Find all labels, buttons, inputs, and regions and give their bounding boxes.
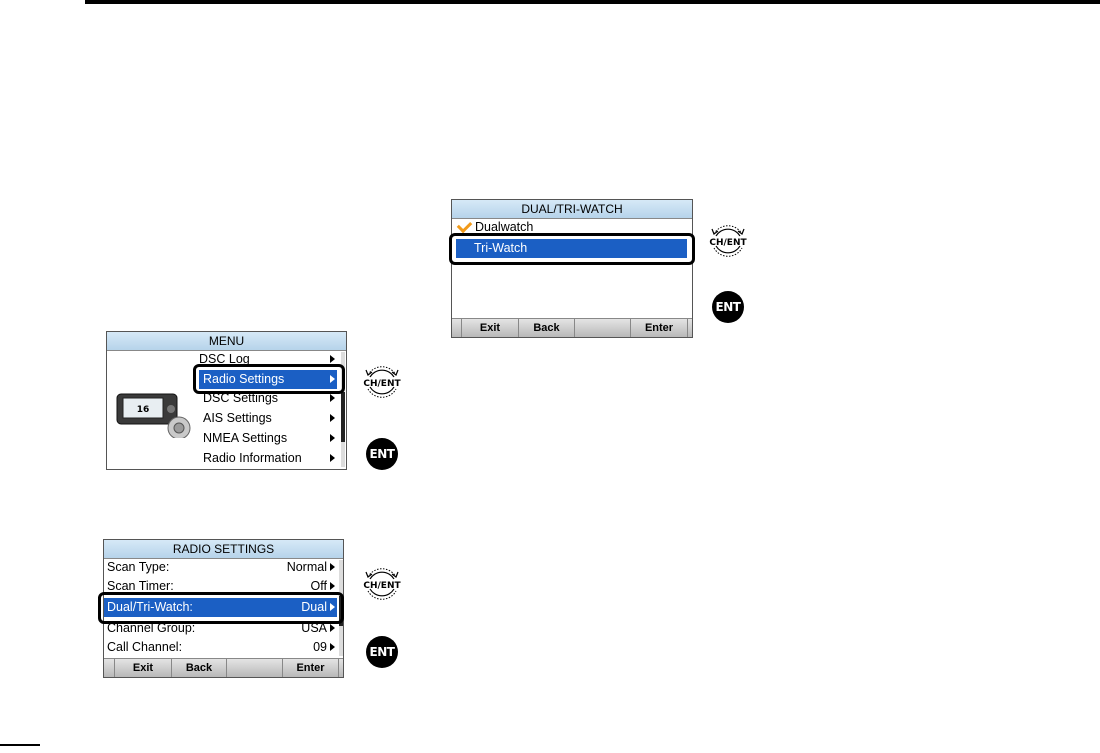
checkmark-icon bbox=[457, 219, 473, 233]
chevron-right-icon bbox=[330, 563, 335, 571]
chevron-right-icon bbox=[330, 394, 335, 402]
ch-ent-label: CH/ENT bbox=[363, 379, 401, 389]
dual-tri-watch-screen: DUAL/TRI-WATCH Dualwatch Tri-Watch Exit … bbox=[451, 199, 693, 338]
chevron-right-icon bbox=[330, 434, 335, 442]
softkey-exit[interactable]: Exit bbox=[461, 319, 518, 337]
chevron-right-icon bbox=[330, 624, 335, 632]
softkey-enter[interactable]: Enter bbox=[630, 319, 688, 337]
bottom-rule bbox=[0, 744, 40, 746]
dual-tri-watch-softkeys: Exit Back Enter bbox=[452, 318, 692, 337]
radio-channel-display: 16 bbox=[137, 405, 150, 415]
ch-ent-label: CH/ENT bbox=[709, 238, 747, 248]
ch-ent-knob-icon: CH/ENT bbox=[707, 220, 749, 262]
ch-ent-knob-icon: CH/ENT bbox=[361, 563, 403, 605]
chevron-right-icon bbox=[330, 414, 335, 422]
menu-item-ais-settings[interactable]: AIS Settings bbox=[203, 409, 337, 428]
menu-title: MENU bbox=[107, 332, 346, 351]
softkey-blank[interactable] bbox=[226, 659, 282, 677]
setting-row-call-channel[interactable]: Call Channel: 09 bbox=[107, 638, 337, 657]
softkey-back[interactable]: Back bbox=[171, 659, 226, 677]
menu-screen: MENU 16 DSC Log Radio Settings DSC Setti… bbox=[106, 331, 347, 470]
chevron-right-icon bbox=[330, 643, 335, 651]
highlight-frame-radio-settings bbox=[193, 364, 345, 394]
menu-scrollbar-thumb[interactable] bbox=[341, 392, 345, 442]
menu-item-radio-information[interactable]: Radio Information bbox=[203, 449, 337, 468]
dual-tri-watch-title: DUAL/TRI-WATCH bbox=[452, 200, 692, 219]
softkey-enter[interactable]: Enter bbox=[282, 659, 339, 677]
softkey-exit[interactable]: Exit bbox=[114, 659, 171, 677]
ent-button-icon: ENT bbox=[366, 636, 398, 668]
chevron-right-icon bbox=[330, 454, 335, 462]
softkey-blank[interactable] bbox=[574, 319, 630, 337]
menu-item-nmea-settings[interactable]: NMEA Settings bbox=[203, 429, 337, 448]
top-rule bbox=[85, 0, 1100, 4]
ent-button-icon: ENT bbox=[712, 291, 744, 323]
radio-device-image: 16 bbox=[113, 388, 193, 438]
highlight-frame-dual-tri-watch bbox=[98, 592, 344, 624]
ch-ent-knob-icon: CH/ENT bbox=[361, 361, 403, 403]
ch-ent-label: CH/ENT bbox=[363, 581, 401, 591]
chevron-right-icon bbox=[330, 582, 335, 590]
softkey-back[interactable]: Back bbox=[518, 319, 574, 337]
highlight-frame-tri-watch bbox=[449, 233, 695, 265]
chevron-right-icon bbox=[330, 355, 335, 363]
setting-row-scan-type[interactable]: Scan Type: Normal bbox=[107, 558, 337, 577]
radio-settings-softkeys: Exit Back Enter bbox=[104, 658, 343, 677]
ent-button-icon: ENT bbox=[366, 438, 398, 470]
watch-option-dualwatch[interactable]: Dualwatch bbox=[455, 219, 685, 234]
radio-settings-title: RADIO SETTINGS bbox=[104, 540, 343, 559]
